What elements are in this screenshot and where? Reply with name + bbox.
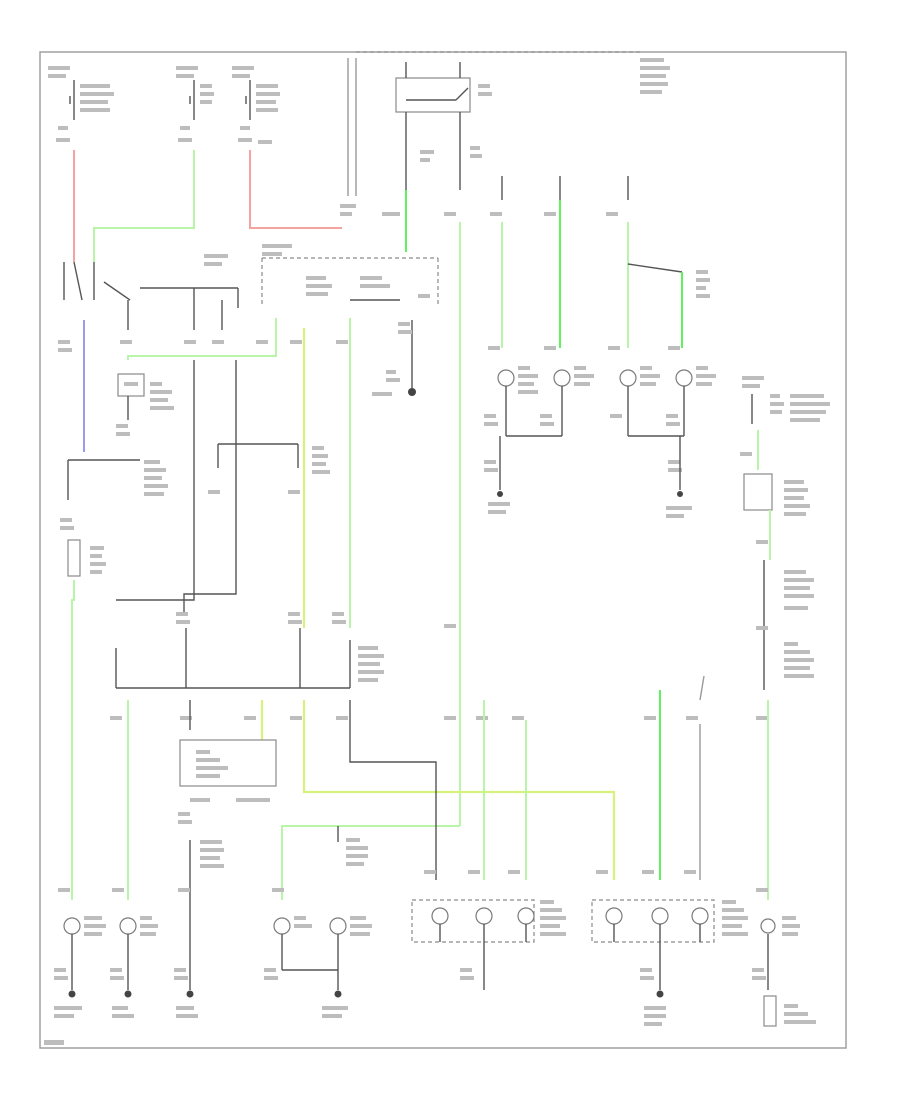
green-wire-horizontal — [127, 348, 277, 360]
left-block-mid — [60, 459, 168, 577]
connector-labels-row3 — [110, 716, 698, 720]
connector-labels-row2 — [120, 340, 680, 350]
central-relay — [208, 443, 330, 494]
relay-top — [395, 62, 492, 190]
rear-lamps — [63, 916, 372, 990]
light-green-wire-top — [93, 150, 195, 262]
diagram-frame — [39, 51, 847, 1049]
connector-labels-row1 — [382, 212, 618, 216]
yellow-green-wire-route — [302, 700, 616, 880]
combination-lamp-right — [591, 899, 748, 990]
top-fuses — [69, 80, 251, 120]
green-wire-left — [71, 580, 75, 900]
headlight-switch — [63, 254, 239, 330]
lower-left-relay — [178, 739, 368, 990]
front-lamps-right — [484, 366, 716, 518]
junction-block — [115, 612, 456, 689]
ground-center — [372, 320, 416, 396]
right-column — [740, 376, 830, 900]
combination-switch — [261, 244, 439, 306]
combination-lamp-left — [411, 899, 566, 990]
red-wire-2 — [249, 150, 342, 229]
bottom-grounds — [54, 968, 816, 1027]
tail-relay — [116, 373, 174, 436]
top-fuse-labels — [48, 58, 670, 144]
connector-labels-row4 — [58, 870, 768, 892]
